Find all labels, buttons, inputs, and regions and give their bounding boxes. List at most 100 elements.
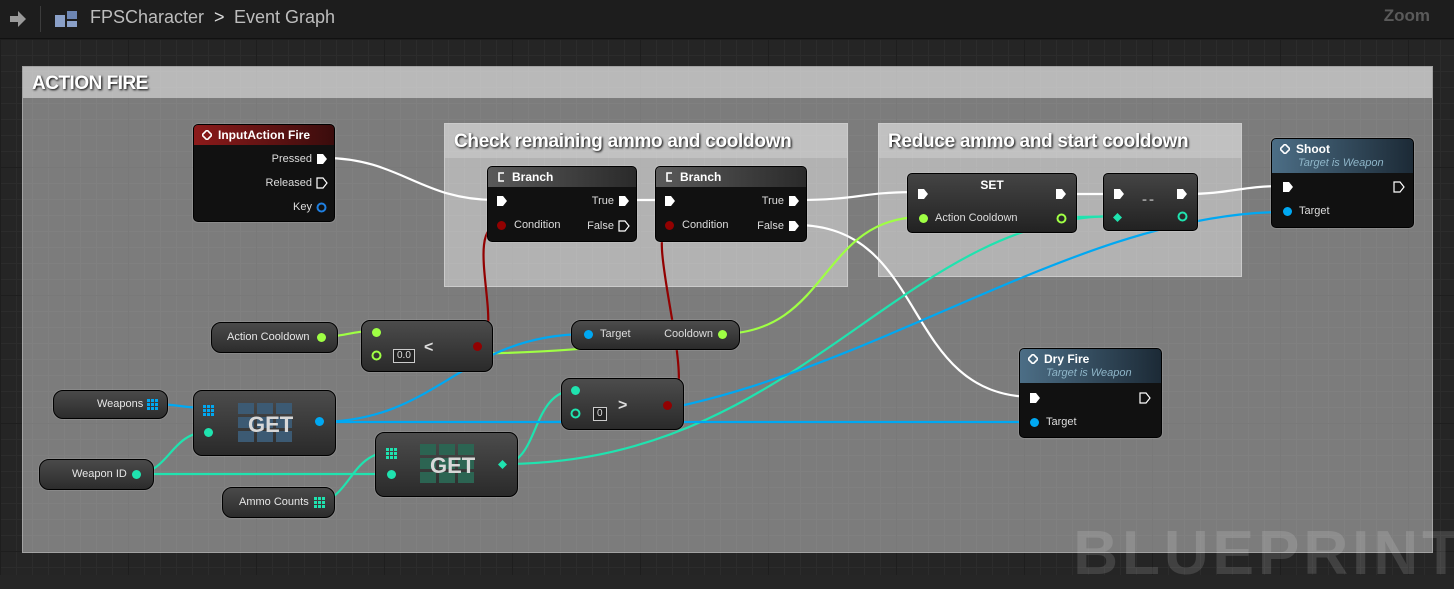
exec-wire [795, 223, 1035, 399]
variable-label: Weapons [97, 398, 144, 410]
exec-out-pin-icon[interactable] [1139, 392, 1151, 404]
object-pin-icon[interactable] [583, 329, 594, 340]
pin-label-cooldown: Cooldown [664, 328, 713, 340]
node-title: Branch [656, 167, 806, 187]
dry-fire-node[interactable]: Dry Fire Target is Weapon Target [1019, 348, 1162, 438]
float-pin-icon[interactable] [918, 213, 929, 224]
key-pin-icon[interactable] [316, 202, 327, 213]
branch-icon [498, 172, 504, 182]
set-action-cooldown-node[interactable]: SET Action Cooldown [907, 173, 1077, 233]
node-title: Branch [488, 167, 636, 187]
float-out-pin-icon[interactable] [1056, 213, 1067, 224]
int-pin-icon[interactable] [570, 385, 581, 396]
exec-pin-empty-icon[interactable] [316, 177, 328, 189]
condition-pin-icon[interactable] [664, 220, 675, 231]
exec-wire [1185, 184, 1285, 196]
breadcrumb-graph[interactable]: Event Graph [234, 7, 336, 27]
exec-out-pin-icon[interactable] [1393, 181, 1405, 193]
get-cooldown-node[interactable]: Target Cooldown [571, 320, 740, 350]
variable-label: Ammo Counts [239, 496, 309, 508]
exec-in-pin-icon[interactable] [1029, 392, 1041, 404]
exec-wire [323, 156, 496, 202]
decrement-node[interactable]: -- [1103, 173, 1198, 231]
less-than-value[interactable]: 0.0 [393, 349, 415, 363]
object-out-pin-icon[interactable] [314, 416, 325, 427]
float-out-pin-icon[interactable] [316, 332, 327, 343]
pin-label-condition: Condition [514, 219, 561, 231]
exec-in-pin-icon[interactable] [1113, 188, 1125, 200]
exec-in-pin-icon[interactable] [496, 195, 508, 207]
function-icon [1280, 144, 1290, 154]
exec-true-pin-icon[interactable] [788, 195, 800, 207]
int-pin-diamond-icon[interactable] [1112, 212, 1123, 223]
exec-false-pin-icon[interactable] [618, 220, 630, 232]
int-out-pin-diamond-icon[interactable] [497, 459, 508, 470]
variable-label: Weapon ID [72, 468, 127, 480]
greater-than-value[interactable]: 0 [593, 407, 607, 421]
node-subtitle: Target is Weapon [1298, 157, 1384, 169]
pin-label-false: False [757, 220, 784, 232]
node-title: SET [980, 178, 1004, 192]
exec-in-pin-icon[interactable] [664, 195, 676, 207]
variable-action-cooldown[interactable]: Action Cooldown [211, 322, 338, 353]
pin-label-condition: Condition [682, 219, 729, 231]
exec-in-pin-icon[interactable] [1282, 181, 1294, 193]
wires [133, 156, 1286, 503]
condition-pin-icon[interactable] [496, 220, 507, 231]
get-ammo-node[interactable]: GET [375, 432, 518, 497]
navigate-arrow-icon[interactable] [8, 9, 28, 29]
branch-node-1[interactable]: Branch True Condition False [487, 166, 637, 242]
exec-true-pin-icon[interactable] [618, 195, 630, 207]
object-pin-icon[interactable] [1029, 417, 1040, 428]
exec-wire [795, 190, 919, 202]
branch-node-2[interactable]: Branch True Condition False [655, 166, 807, 242]
int-array-pin-icon[interactable] [386, 448, 397, 459]
bool-out-pin-icon[interactable] [472, 341, 483, 352]
get-weapon-node[interactable]: GET [193, 390, 336, 456]
bool-out-pin-icon[interactable] [662, 400, 673, 411]
node-title: InputAction Fire [194, 125, 334, 145]
object-array-pin-icon[interactable] [147, 399, 158, 410]
graph-canvas[interactable]: ACTION FIRE Check remaining ammo and coo… [0, 39, 1454, 588]
pin-label-released: Released [265, 177, 312, 189]
input-action-fire-node[interactable]: InputAction Fire Pressed Released Key [193, 124, 335, 222]
exec-in-pin-icon[interactable] [917, 188, 929, 200]
variable-label: Action Cooldown [227, 331, 310, 343]
get-label: GET [248, 412, 294, 437]
comment-title: ACTION FIRE [23, 67, 1432, 98]
exec-out-pin-icon[interactable] [1176, 188, 1188, 200]
variable-weapons[interactable]: Weapons [53, 390, 168, 419]
int-pin-icon[interactable] [203, 427, 214, 438]
get-label: GET [430, 453, 476, 478]
less-than-node[interactable]: 0.0 < [361, 320, 493, 372]
float-pin-icon[interactable] [371, 327, 382, 338]
object-wire [317, 332, 589, 424]
variable-weapon-id[interactable]: Weapon ID [39, 459, 154, 490]
int-pin-icon[interactable] [386, 469, 397, 480]
float-pin-empty-icon[interactable] [371, 350, 382, 361]
float-out-pin-icon[interactable] [717, 329, 728, 340]
less-than-operator: < [424, 339, 434, 356]
object-pin-icon[interactable] [1282, 206, 1293, 217]
exec-pin-filled-icon[interactable] [316, 153, 328, 165]
comment-title: Reduce ammo and start cooldown [879, 124, 1241, 158]
decrement-label: -- [1142, 191, 1156, 208]
pin-label-true: True [591, 195, 614, 207]
object-array-pin-icon[interactable] [203, 405, 214, 416]
comment-check-ammo[interactable]: Check remaining ammo and cooldown [444, 123, 848, 287]
int-out-pin-icon[interactable] [131, 469, 142, 480]
shoot-node[interactable]: Shoot Target is Weapon Target [1271, 138, 1414, 228]
variable-ammo-counts[interactable]: Ammo Counts [222, 487, 335, 518]
breadcrumb-blueprint[interactable]: FPSCharacter [90, 7, 205, 27]
zoom-label: Zoom [1383, 6, 1430, 25]
exec-out-pin-icon[interactable] [1055, 188, 1067, 200]
greater-than-node[interactable]: 0 > [561, 378, 684, 430]
exec-false-pin-icon[interactable] [788, 220, 800, 232]
toolbar: FPSCharacter > Event Graph Zoom [0, 0, 1454, 39]
blueprint-watermark: BLUEPRINT [1073, 519, 1454, 588]
branch-icon [666, 172, 672, 182]
int-array-pin-icon[interactable] [314, 497, 325, 508]
int-pin-empty-icon[interactable] [570, 408, 581, 419]
pin-label-pressed: Pressed [271, 153, 312, 165]
int-out-pin-icon[interactable] [1177, 211, 1188, 222]
